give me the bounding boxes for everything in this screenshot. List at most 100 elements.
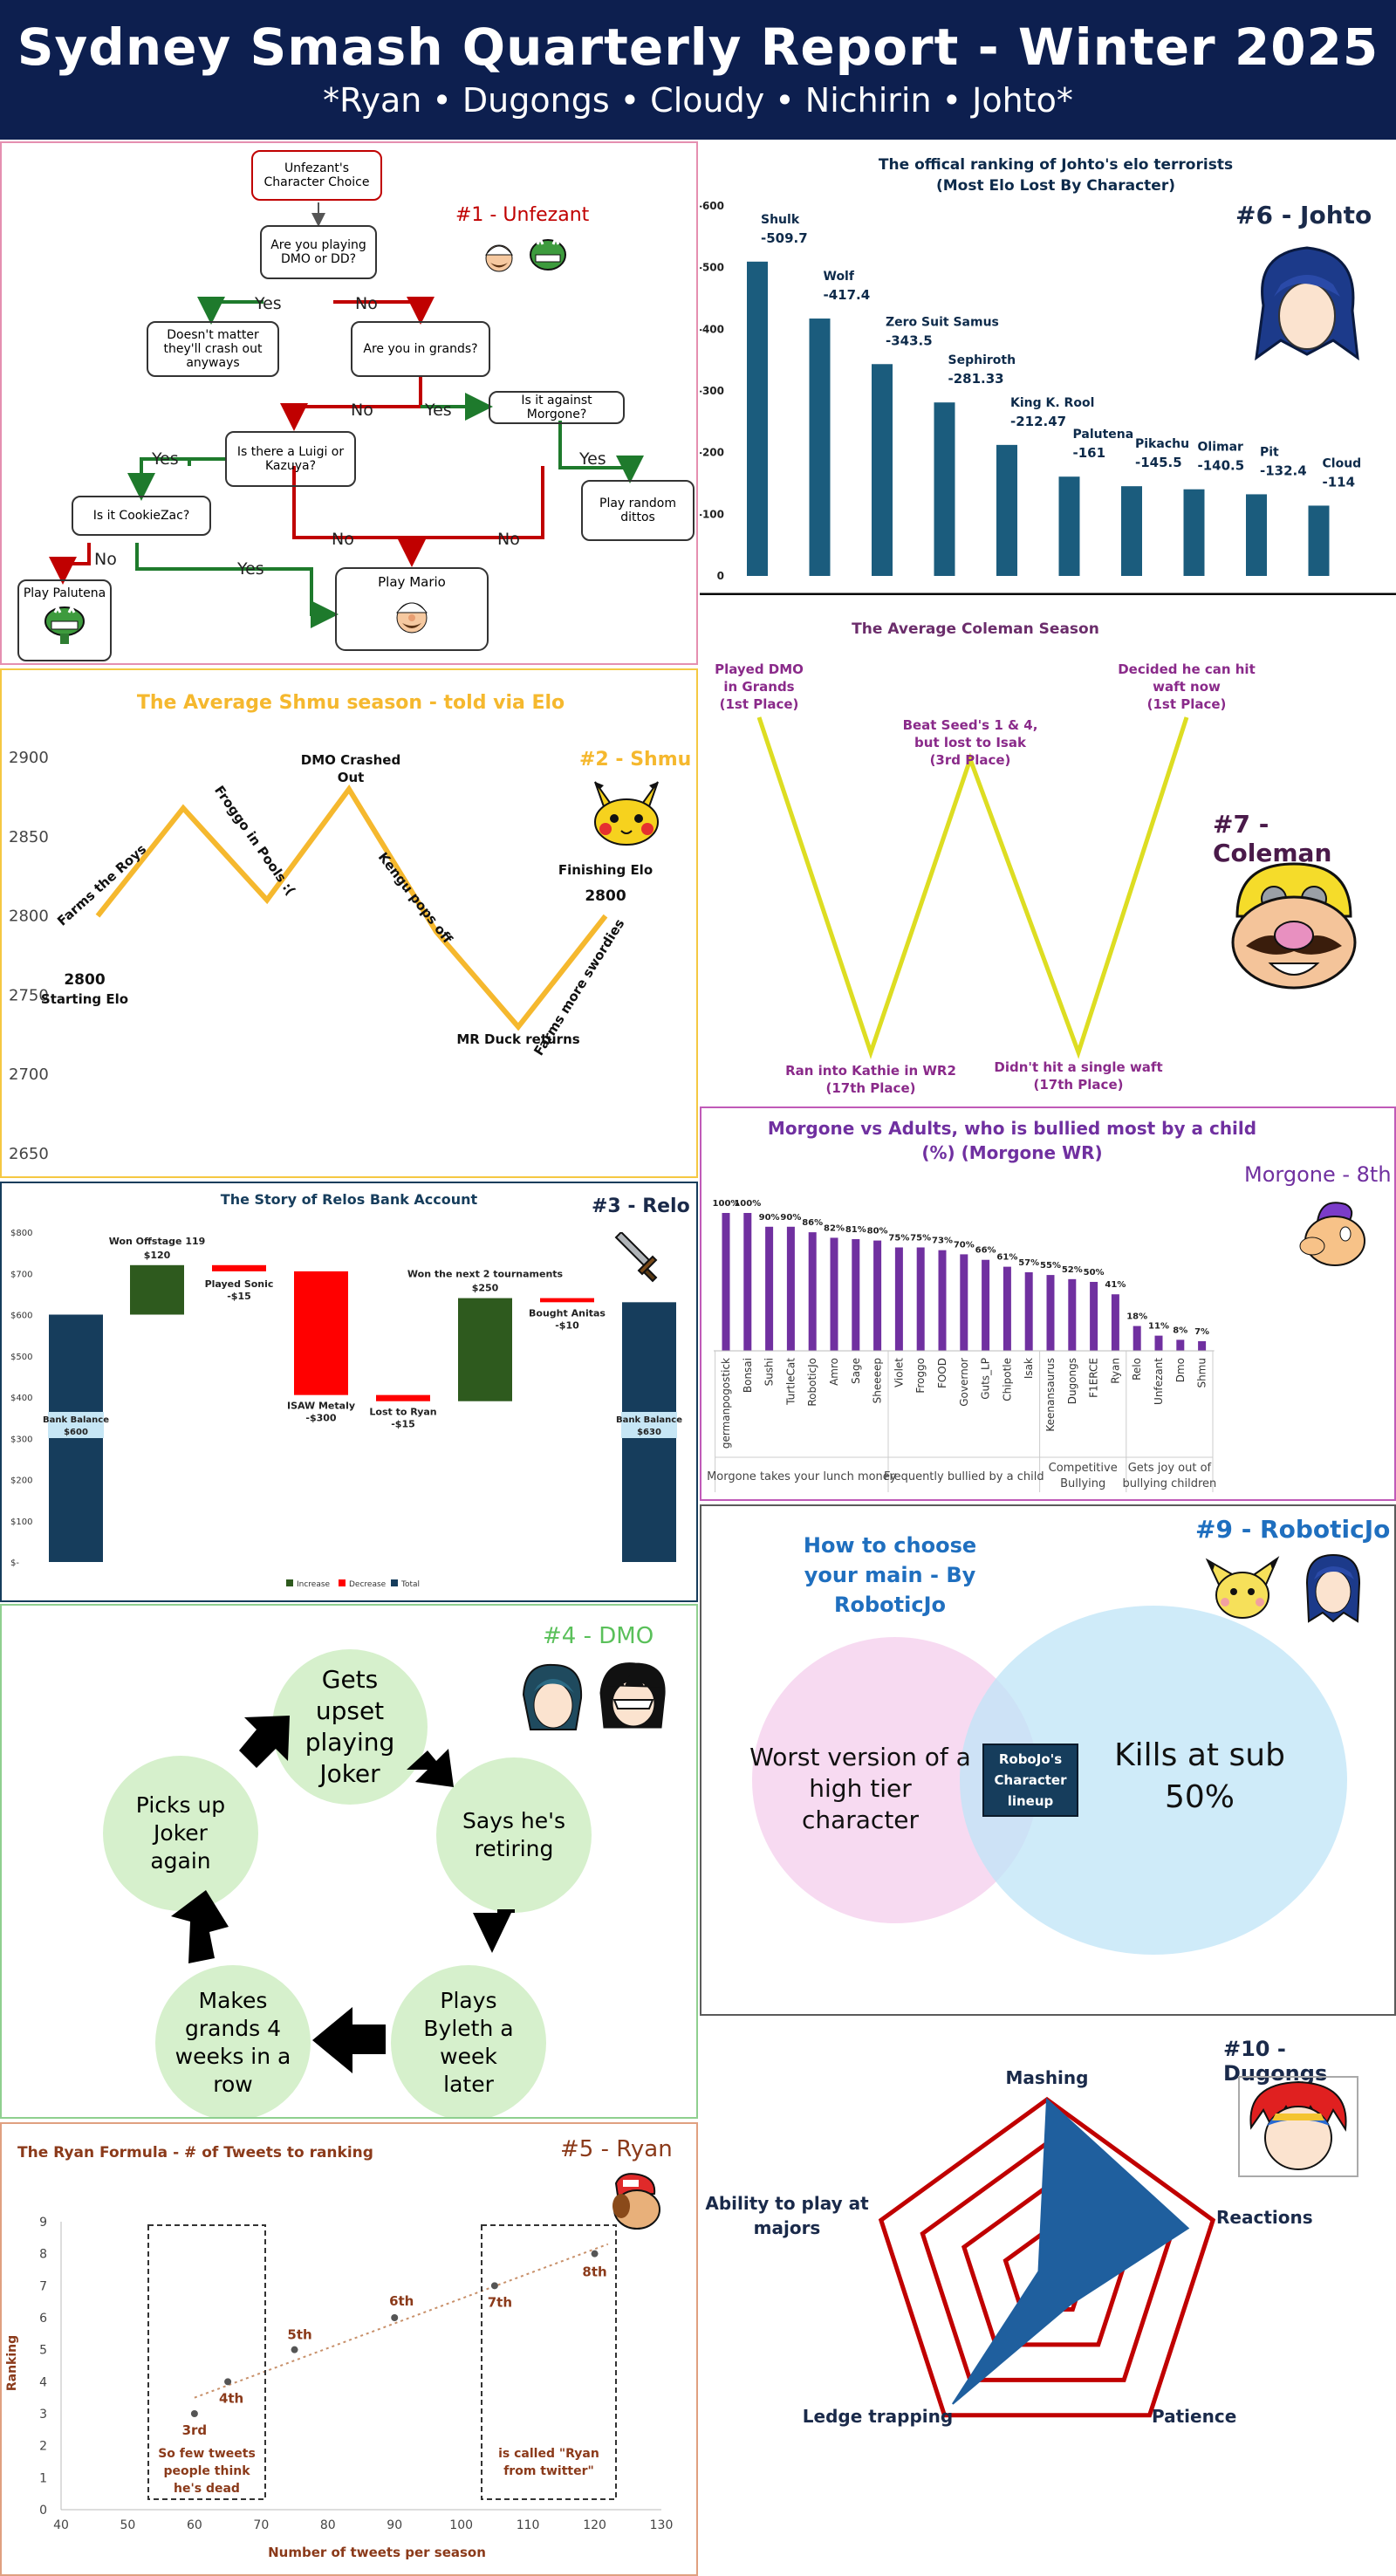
waterfall-label: $630 <box>637 1428 661 1437</box>
panel-roboticjo: How to choose your main - By RoboticJo #… <box>700 1504 1396 2016</box>
node-play-palutena: Play Palutena <box>17 579 112 661</box>
bar-value-label: 82% <box>824 1223 845 1233</box>
bar-category-label: King K. Rool <box>1010 396 1094 410</box>
waterfall-label: Won Offstage 119 <box>109 1236 206 1247</box>
bar-zero-suit-samus <box>872 364 893 576</box>
bar-froggo <box>916 1247 925 1351</box>
end-value: 2800 <box>585 887 626 905</box>
y-tick-label: -500 <box>700 262 724 274</box>
bar-category-label: Dugongs <box>1066 1358 1078 1404</box>
arrow-up-right-icon <box>239 1716 290 1768</box>
x-tick-label: 60 <box>187 2518 202 2532</box>
group-label: Gets joy out of <box>1128 1462 1212 1475</box>
bar-value-label: 50% <box>1084 1268 1105 1278</box>
roboticjo-title: How to choose your main - By RoboticJo <box>803 1533 977 1617</box>
bar-sage <box>852 1239 860 1351</box>
x-tick-label: 80 <box>320 2518 336 2532</box>
bar-pit <box>1246 494 1267 576</box>
bar-category-label: Unfezant <box>1153 1358 1165 1405</box>
bar-value-label: 41% <box>1105 1280 1126 1290</box>
data-point <box>490 2282 498 2290</box>
bar-keenansaurus <box>1046 1275 1055 1351</box>
roboticjo-character-icons <box>1205 1553 1361 1623</box>
dugongs-radar-chart: Mashing Reactions Patience Ledge trappin… <box>705 2067 1312 2427</box>
bar-cloud <box>1308 505 1330 576</box>
note-box-left <box>147 2224 266 2500</box>
bar-category-label: Keenansaurus <box>1044 1358 1057 1432</box>
dugongs-label: #10 - Dugongs <box>1223 2037 1328 2086</box>
coleman-line-chart: The Average Coleman Season Played DMO in… <box>715 620 1256 1096</box>
y-tick-label: -300 <box>700 385 724 397</box>
radar-ring <box>878 2096 1216 2418</box>
waterfall-label: -$300 <box>305 1413 337 1424</box>
morgone-label: Morgone - 8th <box>1244 1162 1392 1187</box>
waterfall-label: Bank Balance <box>616 1415 682 1425</box>
bar-value-label: -509.7 <box>761 230 808 246</box>
bar-category-label: Chipotle <box>1001 1358 1013 1401</box>
bar-value-label: 61% <box>996 1253 1017 1263</box>
waterfall-label: Bought Anitas <box>529 1307 606 1319</box>
chart-title: The offical ranking of Johto's elo terro… <box>879 156 1233 174</box>
piranha-plant-icon <box>530 235 566 271</box>
bar-value-label: 7% <box>1194 1327 1209 1337</box>
coleman-label: #7 - Coleman <box>1213 810 1332 867</box>
note-ryan-twitter-1: is called "Ryan <box>498 2447 599 2461</box>
shmu-label: #2 - Shmu <box>579 749 692 771</box>
waterfall-label: $250 <box>472 1283 499 1294</box>
note-ryan-twitter-2: from twitter" <box>503 2464 594 2478</box>
bar-category-label: Dmo <box>1174 1358 1187 1382</box>
bar-value-label: 73% <box>932 1237 953 1246</box>
group-label: Bullying <box>1060 1477 1105 1490</box>
bar-category-label: Palutena <box>1073 428 1134 442</box>
note-few-tweets-2: people think <box>163 2464 250 2478</box>
waterfall-bar <box>49 1314 103 1562</box>
play-palutena-label: Play Palutena <box>23 586 106 600</box>
bar-value-label: 90% <box>780 1213 801 1223</box>
y-tick-label: 1 <box>39 2471 47 2485</box>
bar-category-label: Wolf <box>824 270 855 284</box>
mr-game-and-watch-icon <box>1299 1202 1365 1266</box>
label-yes: Yes <box>424 401 452 420</box>
data-point <box>224 2378 232 2386</box>
label-no: No <box>355 294 378 313</box>
note-few-tweets-3: he's dead <box>174 2482 240 2496</box>
chart-title-line1: Morgone vs Adults, who is bullied most b… <box>768 1118 1256 1139</box>
unfezant-character-icons <box>484 235 566 272</box>
start-value: 2800 <box>64 971 105 989</box>
chart-title: The Story of Relos Bank Account <box>221 1191 478 1208</box>
label-yes: Yes <box>236 559 264 579</box>
note-3rd-place: (3rd Place) <box>930 752 1011 768</box>
bar-value-label: 100% <box>713 1199 740 1209</box>
mario-icon <box>395 602 428 634</box>
y-tick-label: 3 <box>39 2408 47 2422</box>
roboticjo-label: #9 - RoboticJo <box>1195 1515 1391 1544</box>
bar-value-label: 18% <box>1126 1312 1147 1322</box>
y-tick-label: -100 <box>700 508 724 520</box>
donkey-kong-jr-icon <box>612 2173 660 2230</box>
venn-right-circle <box>960 1606 1347 1955</box>
relo-label: #3 - Relo <box>592 1196 690 1217</box>
bar-dmo <box>1176 1339 1185 1351</box>
cycle-step-retiring: Says he's retiring <box>436 1757 592 1913</box>
total-label-box <box>48 1412 104 1438</box>
bar-value-label: -140.5 <box>1198 458 1245 474</box>
legend-swatch <box>339 1579 346 1586</box>
y-tick-label: 6 <box>39 2312 47 2326</box>
node-against-morgone: Is it against Morgone? <box>489 391 625 424</box>
waterfall-label: Lost to Ryan <box>369 1407 436 1418</box>
node-dmo-or-dd: Are you playing DMO or DD? <box>260 225 377 279</box>
note-17th-place: (17th Place) <box>1034 1077 1124 1093</box>
bar-category-label: Amro <box>828 1358 840 1386</box>
bar-sushi <box>765 1226 774 1351</box>
bar-category-label: TurtleCat <box>784 1358 797 1406</box>
bar-f1erce <box>1090 1282 1098 1351</box>
bar-category-label: Bonsai <box>742 1358 754 1393</box>
bar-category-label: Governor <box>958 1358 970 1407</box>
johto-label: #6 - Johto <box>1235 201 1372 230</box>
bar-guts-lp <box>982 1259 990 1351</box>
point-label: 8th <box>582 2264 606 2280</box>
note-dmo-crashed: DMO Crashed <box>301 752 400 768</box>
flowchart: Yes No No Yes Yes Yes No No No Yes <box>49 202 644 628</box>
bar-category-label: Pikachu <box>1135 437 1189 451</box>
y-tick-label: $- <box>10 1559 19 1568</box>
